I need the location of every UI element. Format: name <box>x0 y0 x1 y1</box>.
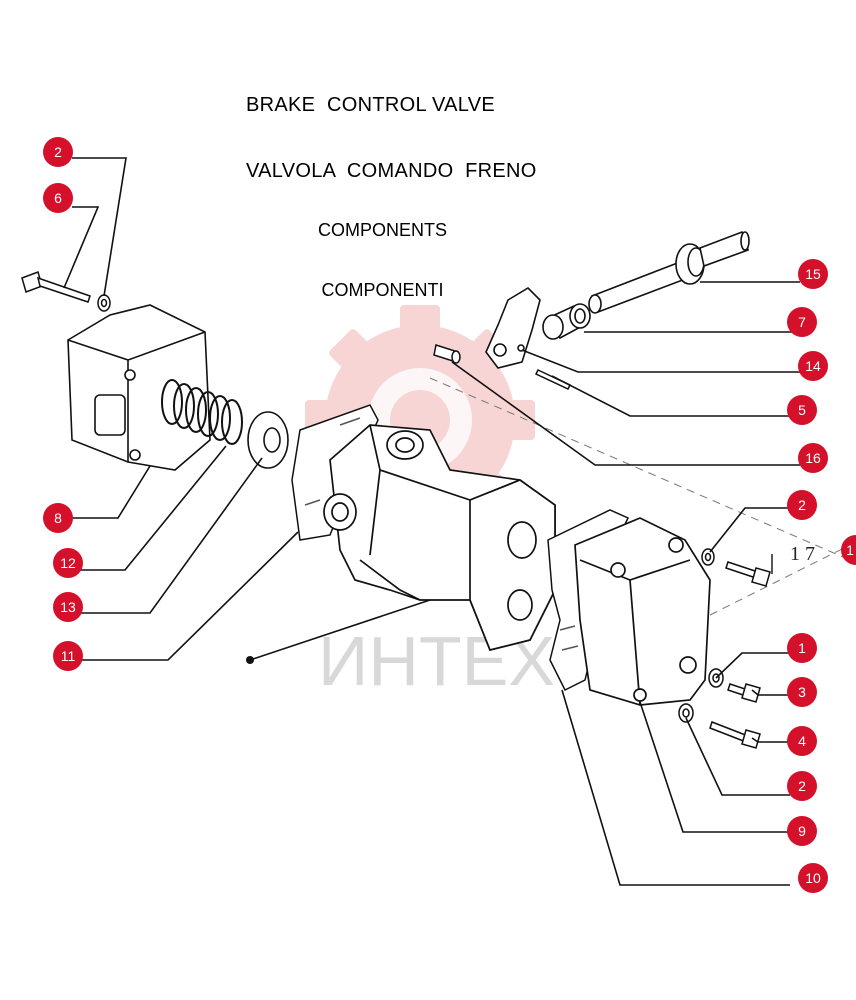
washer-right-low <box>678 703 694 723</box>
leader-13 <box>72 457 263 614</box>
svg-text:16: 16 <box>805 450 821 466</box>
washer-top-left <box>97 294 111 312</box>
leader-1 <box>715 652 790 679</box>
svg-text:13: 13 <box>60 599 76 615</box>
svg-text:14: 14 <box>805 358 821 374</box>
leader-8 <box>72 465 151 519</box>
leader-dot <box>249 599 431 661</box>
roll-pin <box>534 369 572 390</box>
callout-2-low: 2 <box>787 771 817 801</box>
title-line-italian: VALVOLA COMANDO FRENO <box>246 160 537 182</box>
callout-15: 15 <box>798 259 828 289</box>
right-cover <box>574 517 711 706</box>
leader-12 <box>72 445 227 571</box>
leader-6 <box>63 206 100 289</box>
callout-6: 6 <box>43 183 73 213</box>
leader-11 <box>72 531 299 661</box>
leader-2-top <box>72 157 127 297</box>
callout-3: 3 <box>787 677 817 707</box>
washer-right-upper <box>701 548 715 566</box>
valve-body <box>323 424 556 652</box>
leader-2-low <box>685 717 790 796</box>
callout-9: 9 <box>787 816 817 846</box>
svg-text:1: 1 <box>798 640 806 656</box>
left-cover <box>67 304 211 471</box>
callout-12: 12 <box>53 548 83 578</box>
svg-text:15: 15 <box>805 266 821 282</box>
bolt-top-left <box>21 271 91 303</box>
svg-text:6: 6 <box>54 190 62 206</box>
callout-7: 7 <box>787 307 817 337</box>
leader-2-mid <box>709 507 790 553</box>
leader-5 <box>551 375 800 417</box>
svg-text:4: 4 <box>798 733 806 749</box>
svg-text:11: 11 <box>61 648 76 664</box>
leader-lines <box>63 157 800 886</box>
bolt-right-low <box>709 721 761 749</box>
leader-9 <box>639 701 790 833</box>
lever-pin <box>433 344 461 364</box>
leader-4 <box>751 737 790 743</box>
subtitle-line-italian: COMPONENTI <box>321 280 444 300</box>
callout-14: 14 <box>798 351 828 381</box>
callout-16: 16 <box>798 443 828 473</box>
lever <box>485 286 541 369</box>
leader-16 <box>451 361 800 466</box>
spring-seat <box>247 411 289 469</box>
callout-2-top: 2 <box>43 137 73 167</box>
callout-11: 11 <box>53 641 83 671</box>
leader-10 <box>561 689 790 886</box>
bushing <box>542 303 591 340</box>
diagram-title: BRAKE CONTROL VALVE VALVOLA COMANDO FREN… <box>246 50 537 204</box>
subtitle-line-english: COMPONENTS <box>318 220 448 240</box>
callout-8: 8 <box>43 503 73 533</box>
leader-14 <box>521 349 800 373</box>
svg-text:2: 2 <box>798 497 806 513</box>
svg-text:8: 8 <box>54 510 62 526</box>
svg-text:2: 2 <box>798 778 806 794</box>
svg-text:9: 9 <box>798 823 806 839</box>
reference-dot <box>246 656 254 664</box>
svg-text:7: 7 <box>798 314 806 330</box>
callout-badges: 2 6 15 7 14 5 16 8 <box>43 137 856 893</box>
svg-text:12: 12 <box>60 555 76 571</box>
svg-text:1: 1 <box>846 542 854 558</box>
assembly-axis-lines <box>429 377 851 616</box>
callout-13: 13 <box>53 592 83 622</box>
svg-text:3: 3 <box>798 684 806 700</box>
spring <box>161 379 243 445</box>
bolt-right-mid <box>727 683 761 703</box>
svg-text:10: 10 <box>805 870 821 886</box>
side-reference: 1 7 <box>771 543 815 574</box>
callout-1-edge: 1 <box>841 535 856 565</box>
side-reference-label: 1 7 <box>790 543 815 565</box>
callout-4: 4 <box>787 726 817 756</box>
callout-5: 5 <box>787 395 817 425</box>
callout-1: 1 <box>787 633 817 663</box>
plunger <box>588 230 750 314</box>
diagram-subtitle: COMPONENTS COMPONENTI <box>318 180 447 320</box>
callout-2-mid: 2 <box>787 490 817 520</box>
leader-3 <box>751 689 790 696</box>
svg-text:2: 2 <box>54 144 62 160</box>
title-line-english: BRAKE CONTROL VALVE <box>246 94 496 116</box>
callout-10: 10 <box>798 863 828 893</box>
svg-text:5: 5 <box>798 402 806 418</box>
bolt-right-upper <box>725 561 771 587</box>
